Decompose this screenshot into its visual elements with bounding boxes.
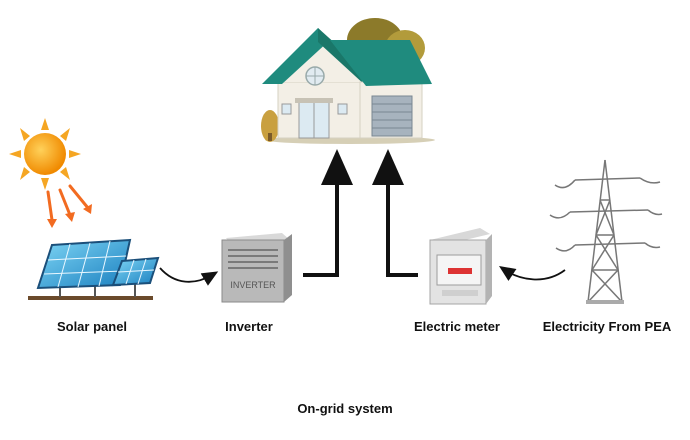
edge-inverter-house xyxy=(303,149,353,277)
electric-meter-icon xyxy=(429,228,492,305)
edge-solar-inverter xyxy=(159,267,219,286)
solar-panel-icon xyxy=(28,238,160,300)
grid-source-label: Electricity From PEA xyxy=(543,319,672,334)
sun-icon xyxy=(9,118,92,228)
inverter-device-text: INVERTER xyxy=(230,280,276,290)
inverter-icon: INVERTER xyxy=(221,233,292,303)
inverter-label: Inverter xyxy=(225,319,273,334)
house-icon xyxy=(261,18,435,144)
solar-panel-label: Solar panel xyxy=(57,319,127,334)
edge-grid-meter xyxy=(499,266,566,281)
edge-meter-house xyxy=(372,149,418,277)
electric-meter-label: Electric meter xyxy=(414,319,500,334)
transmission-tower-icon xyxy=(549,159,663,304)
diagram-caption: On-grid system xyxy=(297,401,392,416)
